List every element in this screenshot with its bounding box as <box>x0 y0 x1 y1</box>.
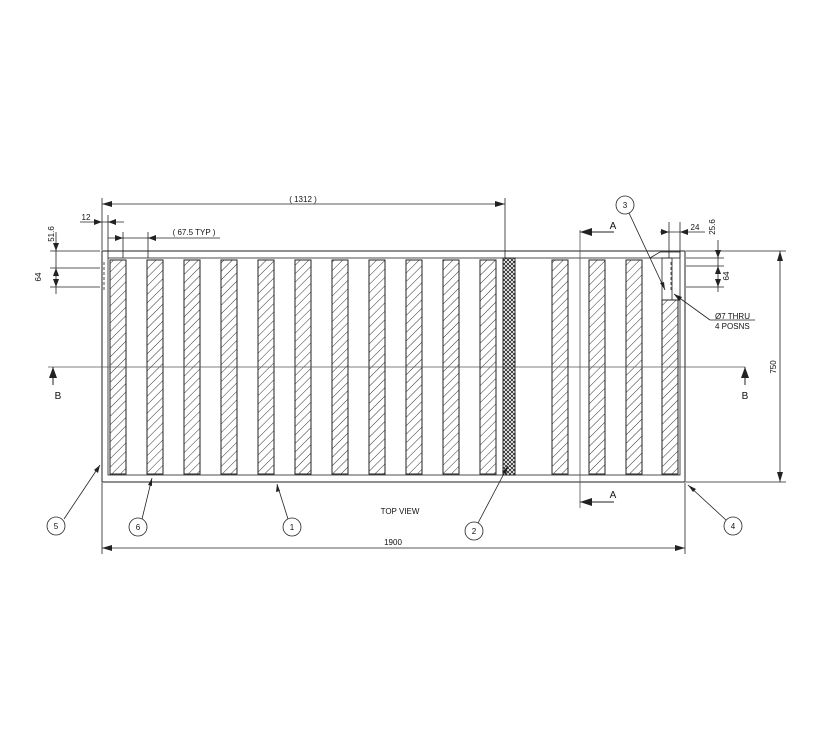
dim-bar-pitch <box>108 232 220 258</box>
balloon-1 <box>282 517 302 537</box>
balloon-3 <box>615 195 635 215</box>
dim-left-offset-label: 51.6 <box>47 226 56 242</box>
dim-overall-length-label: 1900 <box>384 538 402 547</box>
dim-end-offset <box>80 215 124 258</box>
balloon-6 <box>128 517 148 537</box>
balloon-6-leader <box>141 477 153 520</box>
section-label-b-left: B <box>55 391 62 402</box>
balloon-6-label: 6 <box>136 523 141 532</box>
arrow-a-top <box>580 228 592 236</box>
corner-cutout <box>649 251 681 259</box>
balloon-4-leader <box>687 484 727 521</box>
section-label-a-top: A <box>610 221 617 232</box>
dim-left-width-label: 64 <box>34 272 43 281</box>
dim-overall-width-label: 750 <box>769 360 778 374</box>
corner-notch <box>661 257 673 300</box>
section-line-a <box>579 228 614 508</box>
view-title: TOP VIEW <box>381 507 420 516</box>
dim-offset-bar-2 <box>101 198 506 258</box>
dim-bar-pitch-label: ( 67.5 TYP ) <box>173 228 216 237</box>
arrow-b-left <box>49 367 57 378</box>
hole-note-leader <box>673 293 755 321</box>
balloon-4 <box>723 516 743 536</box>
balloon-3-leader <box>628 212 666 291</box>
hole-note-line2: 4 POSNS <box>715 322 750 331</box>
hole-note-line1: Ø7 THRU <box>715 312 750 321</box>
dim-overall-length <box>101 483 686 554</box>
balloon-2-label: 2 <box>472 527 477 536</box>
balloon-5-label: 5 <box>54 522 59 531</box>
balloon-2-leader <box>477 465 509 524</box>
balloon-1-label: 1 <box>290 523 295 532</box>
section-label-a-bottom: A <box>610 490 617 501</box>
balloon-1-leader <box>276 483 289 520</box>
dim-end-offset-label: 12 <box>82 213 91 222</box>
balloon-5 <box>46 516 66 536</box>
balloon-3-label: 3 <box>623 201 628 210</box>
dim-right-vertical-label: 25.6 <box>708 219 717 235</box>
dim-left-small <box>50 232 105 294</box>
dim-right-small <box>649 222 724 300</box>
hatched-bar-end <box>661 299 679 475</box>
bar-item-2 <box>502 257 516 476</box>
dim-overall-width <box>686 250 786 483</box>
arrow-a-bottom <box>580 498 592 506</box>
balloon-5-leader <box>63 464 101 520</box>
balloon-4-label: 4 <box>731 522 736 531</box>
frame-outer <box>101 250 686 483</box>
balloon-2 <box>464 521 484 541</box>
dim-right-width-label: 64 <box>722 271 731 280</box>
dim-offset-bar-2-label: ( 1312 ) <box>289 195 317 204</box>
frame-inner <box>107 257 681 476</box>
frame <box>101 250 686 483</box>
dim-right-offset-label: 24 <box>691 223 700 232</box>
section-line-b <box>48 366 749 385</box>
arrow-b-right <box>741 367 749 378</box>
section-label-b-right: B <box>742 391 749 402</box>
